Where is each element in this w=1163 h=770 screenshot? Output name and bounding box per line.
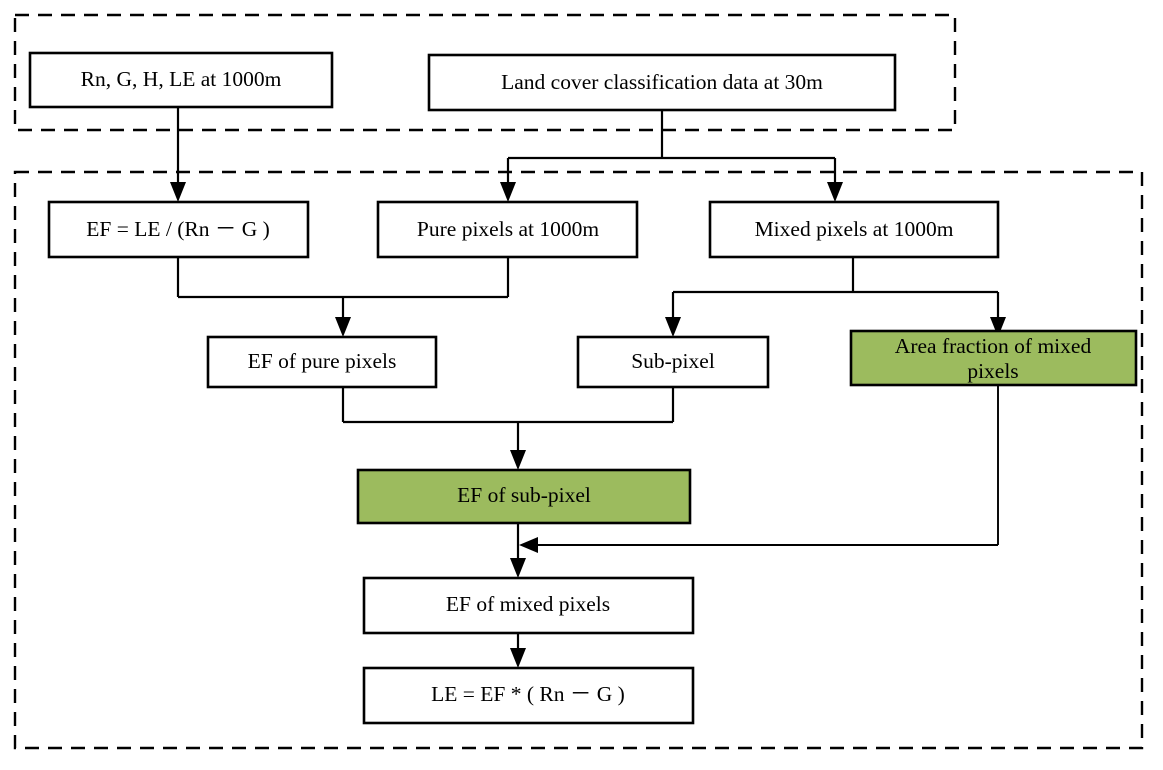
arrow-head-landcover-to-pure [500,182,516,202]
arrow-head-landcover-to-mixed [827,182,843,202]
arrow-head-to-sub-pixel [665,317,681,337]
node-mixed-pixels[interactable]: Mixed pixels at 1000m [708,200,1000,259]
node-mixed-pixels-label: Mixed pixels at 1000m [755,217,954,241]
node-area-fraction-label-line2: pixels [967,359,1018,383]
node-le-formula[interactable]: LE = EF * ( Rn － G ) [362,666,695,725]
node-ef-formula-box[interactable] [47,200,310,259]
arrow-head-inputs-to-ef [170,182,186,202]
node-sub-pixel[interactable]: Sub-pixel [576,335,770,389]
node-mixed-pixels-box[interactable] [708,200,1000,259]
node-ef-formula-label: EF = LE / (Rn － G ) [86,217,270,241]
connector-area-fraction-feedback [531,385,999,546]
node-pure-pixels[interactable]: Pure pixels at 1000m [376,200,639,259]
node-land-cover-box[interactable] [427,53,897,112]
node-ef-sub-pixel[interactable]: EF of sub-pixel [356,468,692,525]
node-inputs-box[interactable] [28,51,334,109]
connector-landcover-split [506,110,837,190]
arrow-head-to-ef-sub-pixel [510,450,526,470]
connector-ef-pure-merge [176,257,510,325]
connector-mixed-split [671,257,1000,325]
node-ef-formula[interactable]: EF = LE / (Rn － G ) [47,200,310,259]
connector-to-ef-sub-pixel [341,387,675,458]
node-inputs-label: Rn, G, H, LE at 1000m [81,67,282,91]
node-ef-mixed-pixels[interactable]: EF of mixed pixels [362,576,695,635]
node-area-fraction-label-line1: Area fraction of mixed [895,334,1092,358]
node-land-cover-label: Land cover classification data at 30m [501,70,823,94]
node-ef-pure-pixels-box[interactable] [206,335,438,389]
node-ef-pure-pixels[interactable]: EF of pure pixels [206,335,438,389]
node-area-fraction[interactable]: Area fraction of mixed pixels [849,329,1138,387]
node-ef-pure-pixels-label: EF of pure pixels [248,349,397,373]
node-pure-pixels-label: Pure pixels at 1000m [417,217,599,241]
node-pure-pixels-box[interactable] [376,200,639,259]
arrow-head-to-ef-pure-pixels [335,317,351,337]
node-inputs[interactable]: Rn, G, H, LE at 1000m [28,51,334,109]
node-area-fraction-box[interactable] [849,329,1138,387]
node-ef-mixed-pixels-label: EF of mixed pixels [446,592,610,616]
processing-group [13,170,1144,750]
arrow-head-area-fraction-feedback [519,537,538,553]
node-land-cover[interactable]: Land cover classification data at 30m [427,53,897,112]
node-sub-pixel-label: Sub-pixel [631,349,715,373]
node-sub-pixel-box[interactable] [576,335,770,389]
node-ef-sub-pixel-box[interactable] [356,468,692,525]
node-le-formula-box[interactable] [362,666,695,725]
input-data-group [13,13,957,132]
arrow-head-to-le-formula [510,648,526,668]
node-ef-mixed-pixels-box[interactable] [362,576,695,635]
node-le-formula-label: LE = EF * ( Rn － G ) [431,682,625,706]
arrow-head-to-ef-mixed-pixels [510,558,526,578]
node-ef-sub-pixel-label: EF of sub-pixel [457,483,591,507]
arrow-head-to-area-fraction [990,317,1006,337]
